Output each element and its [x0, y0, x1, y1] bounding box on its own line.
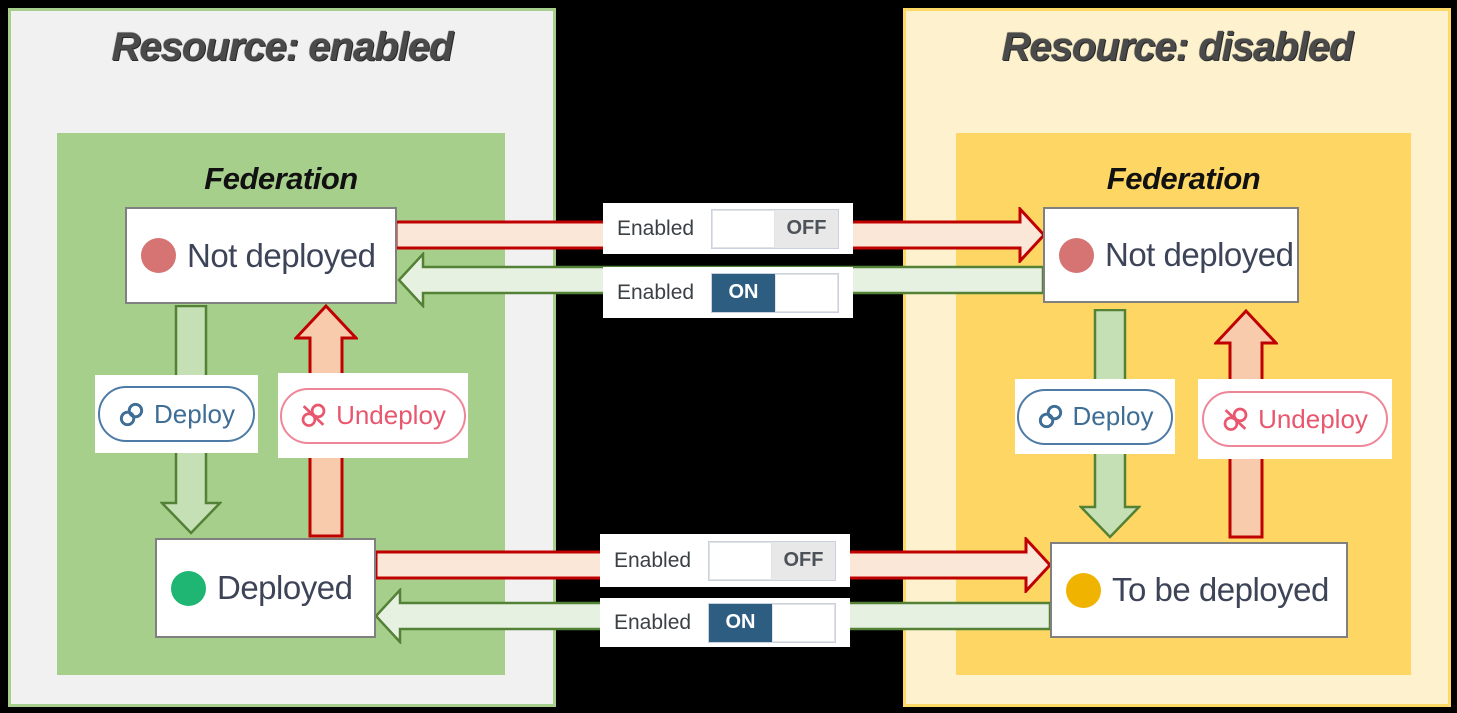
deploy-button-backing: Deploy — [1015, 379, 1175, 454]
state-label: Not deployed — [187, 236, 376, 274]
toggle-label: Enabled — [617, 280, 695, 304]
broken-link-icon — [300, 402, 327, 429]
link-icon — [1037, 403, 1064, 430]
deploy-button-label: Deploy — [154, 398, 235, 429]
switch-state: OFF — [772, 541, 835, 580]
enabled-switch-on[interactable]: ON — [708, 602, 836, 643]
toggle-card-bottom-off: Enabled OFF — [600, 534, 850, 587]
link-icon — [118, 401, 145, 428]
undeploy-button-label: Undeploy — [336, 400, 446, 430]
toggle-label: Enabled — [614, 548, 692, 572]
state-not-deployed-disabled: Not deployed — [1043, 207, 1299, 303]
enabled-switch-off[interactable]: OFF — [708, 540, 836, 581]
state-label: Not deployed — [1105, 236, 1294, 273]
federation-title-disabled: Federation — [1106, 161, 1261, 196]
toggle-card-top-on: Enabled ON — [603, 267, 853, 318]
switch-state: ON — [709, 603, 772, 642]
undeploy-button-label: Undeploy — [1258, 403, 1368, 434]
undeploy-button[interactable]: Undeploy — [1202, 391, 1388, 447]
switch-knob — [712, 209, 775, 248]
enabled-switch-on[interactable]: ON — [711, 272, 839, 313]
switch-knob — [709, 541, 772, 580]
state-label: Deployed — [217, 569, 353, 606]
federation-title-enabled: Federation — [204, 161, 358, 196]
toggle-label: Enabled — [617, 216, 695, 240]
state-deployed-enabled: Deployed — [155, 538, 376, 638]
undeploy-button-backing: Undeploy — [1198, 379, 1392, 459]
deploy-button[interactable]: Deploy — [98, 386, 255, 442]
state-to-be-deployed-disabled: To be deployed — [1050, 542, 1348, 638]
status-dot-red — [1059, 237, 1094, 273]
state-label: To be deployed — [1112, 571, 1329, 608]
broken-link-icon — [1222, 406, 1249, 433]
switch-knob — [772, 603, 835, 642]
enabled-switch-off[interactable]: OFF — [711, 208, 839, 249]
undeploy-button-backing: Undeploy — [278, 373, 468, 458]
panel-title-disabled: Resource: disabled — [1001, 25, 1353, 69]
status-dot-red — [141, 238, 176, 273]
switch-state: ON — [712, 273, 775, 312]
deploy-button[interactable]: Deploy — [1016, 388, 1174, 445]
switch-knob — [775, 273, 838, 312]
deploy-button-backing: Deploy — [95, 375, 258, 453]
status-dot-gold — [1066, 572, 1101, 608]
deploy-button-label: Deploy — [1072, 401, 1154, 431]
state-not-deployed-enabled: Not deployed — [125, 207, 397, 304]
panel-title-enabled: Resource: enabled — [111, 25, 454, 69]
toggle-label: Enabled — [614, 610, 692, 634]
toggle-card-top-off: Enabled OFF — [603, 203, 853, 254]
toggle-card-bottom-on: Enabled ON — [600, 598, 850, 647]
undeploy-button[interactable]: Undeploy — [280, 387, 466, 444]
switch-state: OFF — [775, 209, 838, 248]
status-dot-green — [171, 570, 206, 606]
